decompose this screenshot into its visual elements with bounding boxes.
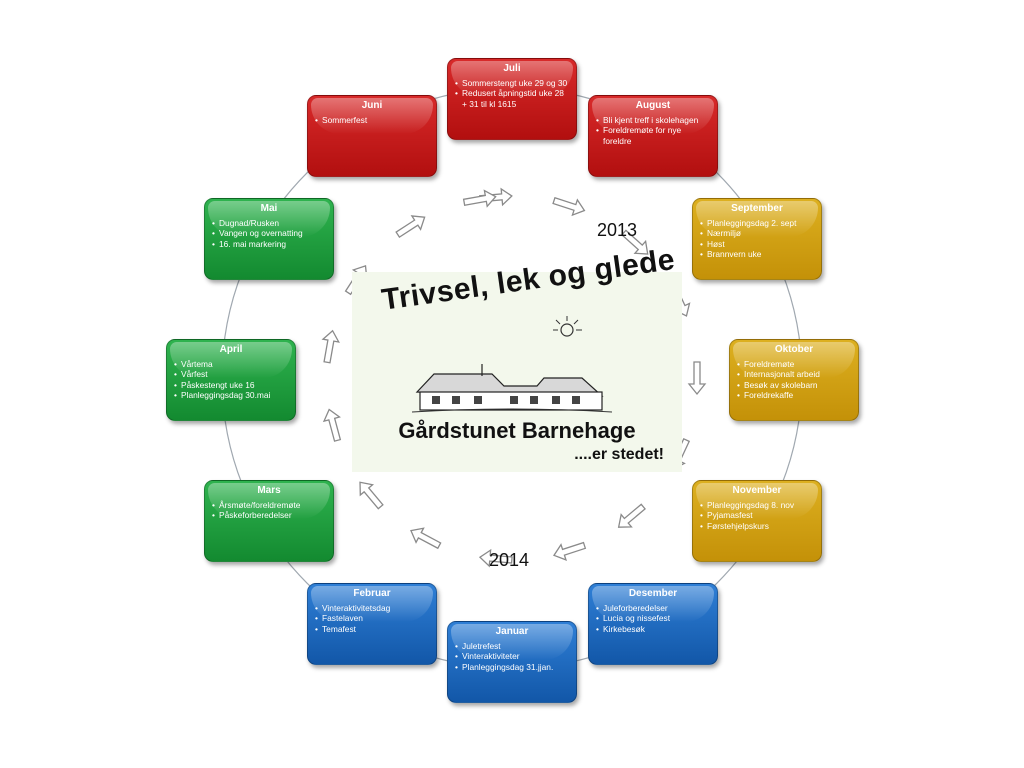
- month-card-august: AugustBli kjent treff i skolehagenForeld…: [588, 95, 718, 177]
- month-card-oktober: OktoberForeldremøteInternasjonalt arbeid…: [729, 339, 859, 421]
- event-item: Juleforberedelser: [596, 603, 711, 614]
- month-card-desember: DesemberJuleforberedelserLucia og nissef…: [588, 583, 718, 665]
- event-item: Kirkebesøk: [596, 624, 711, 635]
- farmhouse-drawing-icon: [412, 364, 612, 413]
- cycle-arrow-icon: [322, 408, 342, 442]
- month-card-mai: MaiDugnad/RuskenVangen og overnatting16.…: [204, 198, 334, 280]
- event-list: Bli kjent treff i skolehagenForeldremøte…: [595, 115, 711, 146]
- event-item: Temafest: [315, 624, 430, 635]
- event-item: Høst: [700, 239, 815, 250]
- cycle-arrow-icon: [552, 541, 587, 561]
- cycle-arrow-icon: [462, 189, 497, 208]
- month-title: Februar: [353, 588, 391, 599]
- event-item: Planleggingsdag 2. sept: [700, 218, 815, 229]
- cycle-arrow-icon: [321, 329, 340, 364]
- event-item: Foreldremøte: [737, 359, 852, 370]
- event-item: Påskestengt uke 16: [174, 380, 289, 391]
- event-list: JuleforberedelserLucia og nissefestKirke…: [595, 603, 711, 635]
- logo-name: Gårdstunet Barnehage: [398, 418, 636, 443]
- event-item: Bli kjent treff i skolehagen: [596, 115, 711, 126]
- event-item: Vinteraktivitetsdag: [315, 603, 430, 614]
- event-item: Vårfest: [174, 369, 289, 380]
- cycle-arrow-icon: [395, 215, 426, 239]
- event-item: Planleggingsdag 31.jjan.: [455, 662, 570, 673]
- sun-icon: [553, 316, 582, 337]
- event-list: VårtemaVårfestPåskestengt uke 16Planlegg…: [173, 359, 289, 401]
- cycle-arrow-icon: [410, 527, 442, 550]
- event-item: Påskeforberedelser: [212, 510, 327, 521]
- cycle-arrow-icon: [552, 196, 586, 217]
- event-item: Fastelaven: [315, 613, 430, 624]
- year-label-2013: 2013: [597, 220, 638, 240]
- event-item: Sommerstengt uke 29 og 30: [455, 78, 570, 89]
- cycle-arrow-icon: [478, 548, 513, 568]
- event-list: Planleggingsdag 2. septNærmiljøHøstBrann…: [699, 218, 815, 260]
- month-card-mars: MarsÅrsmøte/foreldremøtePåskeforberedels…: [204, 480, 334, 562]
- cycle-arrow-icon: [359, 481, 384, 510]
- event-item: Vårtema: [174, 359, 289, 370]
- logo-panel: Trivsel, lek og glede Gårdstunet Barneha…: [352, 243, 682, 472]
- event-item: Vangen og overnatting: [212, 228, 327, 239]
- logo-tagline: ....er stedet!: [574, 446, 664, 463]
- event-item: Foreldremøte for nye foreldre: [596, 125, 711, 146]
- month-title: Juli: [503, 63, 521, 74]
- event-item: Redusert åpningstid uke 28 + 31 til kl 1…: [455, 88, 570, 109]
- event-item: Årsmøte/foreldremøte: [212, 500, 327, 511]
- cycle-arrow-icon: [687, 361, 707, 396]
- event-item: Juletrefest: [455, 641, 570, 652]
- event-list: Sommerstengt uke 29 og 30Redusert åpning…: [454, 78, 570, 109]
- month-title: Januar: [495, 626, 529, 637]
- event-list: Planleggingsdag 8. novPyjamasfestFørsteh…: [699, 500, 815, 532]
- event-list: Dugnad/RuskenVangen og overnatting16. ma…: [211, 218, 327, 250]
- event-list: ForeldremøteInternasjonalt arbeidBesøk a…: [736, 359, 852, 401]
- event-item: Nærmiljø: [700, 228, 815, 239]
- event-item: Lucia og nissefest: [596, 613, 711, 624]
- event-list: Årsmøte/foreldremøtePåskeforberedelser: [211, 500, 327, 521]
- event-item: Internasjonalt arbeid: [737, 369, 852, 380]
- event-item: 16. mai markering: [212, 239, 327, 250]
- event-item: Pyjamasfest: [700, 510, 815, 521]
- month-card-juli: JuliSommerstengt uke 29 og 30Redusert åp…: [447, 58, 577, 140]
- month-title: Oktober: [774, 344, 814, 355]
- event-item: Førstehjelpskurs: [700, 521, 815, 532]
- event-item: Planleggingsdag 8. nov: [700, 500, 815, 511]
- month-title: April: [219, 344, 243, 355]
- event-item: Vinteraktiviteter: [455, 651, 570, 662]
- event-item: Brannvern uke: [700, 249, 815, 260]
- month-title: Desember: [628, 588, 678, 599]
- month-card-september: SeptemberPlanleggingsdag 2. septNærmiljø…: [692, 198, 822, 280]
- month-title: Juni: [361, 100, 383, 111]
- month-card-januar: JanuarJuletrefestVinteraktiviteterPlanle…: [447, 621, 577, 703]
- event-item: Dugnad/Rusken: [212, 218, 327, 229]
- month-title: Mai: [260, 203, 278, 214]
- event-item: Besøk av skolebarn: [737, 380, 852, 391]
- month-title: August: [635, 100, 671, 111]
- event-list: JuletrefestVinteraktiviteterPlanleggings…: [454, 641, 570, 673]
- month-title: November: [732, 485, 782, 496]
- month-card-november: NovemberPlanleggingsdag 8. novPyjamasfes…: [692, 480, 822, 562]
- event-list: VinteraktivitetsdagFastelavenTemafest: [314, 603, 430, 635]
- cycle-arrow-icon: [617, 503, 647, 528]
- cycle-arrow-icon: [620, 229, 649, 255]
- month-card-juni: JuniSommerfest: [307, 95, 437, 177]
- month-card-februar: FebruarVinteraktivitetsdagFastelavenTema…: [307, 583, 437, 665]
- event-item: Sommerfest: [315, 115, 430, 126]
- month-title: September: [731, 203, 783, 214]
- year-label-2014: 2014: [489, 550, 530, 570]
- event-list: Sommerfest: [314, 115, 430, 126]
- event-item: Foreldrekaffe: [737, 390, 852, 401]
- event-item: Planleggingsdag 30.mai: [174, 390, 289, 401]
- month-title: Mars: [257, 485, 281, 496]
- month-card-april: AprilVårtemaVårfestPåskestengt uke 16Pla…: [166, 339, 296, 421]
